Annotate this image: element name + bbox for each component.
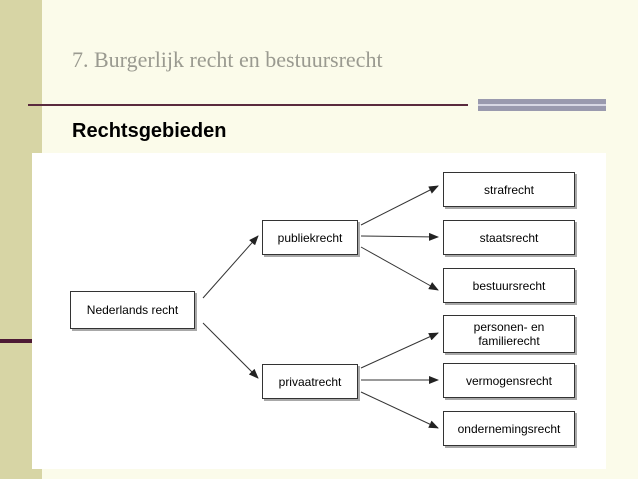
title-divider-line <box>28 104 468 106</box>
node-publiekrecht: publiekrecht <box>262 220 358 255</box>
node-bestuursrecht: bestuursrecht <box>443 268 575 303</box>
arrow-publiekrecht-to-bestuursrecht <box>360 246 439 291</box>
node-ondernemingsrecht: ondernemingsrecht <box>443 411 575 446</box>
arrow-root-to-publiekrecht <box>202 235 259 299</box>
node-staatsrecht: staatsrecht <box>443 220 575 255</box>
arrow-publiekrecht-to-strafrecht <box>360 185 439 226</box>
side-accent-stripe <box>0 339 42 343</box>
node-privaatrecht: privaatrecht <box>262 364 358 399</box>
node-personen-en-familierecht: personen- en familierecht <box>443 315 575 353</box>
title-divider-bar <box>478 99 606 111</box>
node-nederlands-recht: Nederlands recht <box>70 291 195 329</box>
arrow-privaatrecht-to-ondernemingsrecht <box>360 391 439 429</box>
slide-subtitle: Rechtsgebieden <box>72 120 227 142</box>
node-strafrecht: strafrecht <box>443 172 575 207</box>
arrow-publiekrecht-to-staatsrecht <box>360 232 439 241</box>
arrow-root-to-privaatrecht <box>202 322 259 379</box>
slide-title: 7. Burgerlijk recht en bestuursrecht <box>72 47 383 72</box>
arrow-privaatrecht-to-personen <box>360 332 439 369</box>
node-vermogensrecht: vermogensrecht <box>443 363 575 398</box>
